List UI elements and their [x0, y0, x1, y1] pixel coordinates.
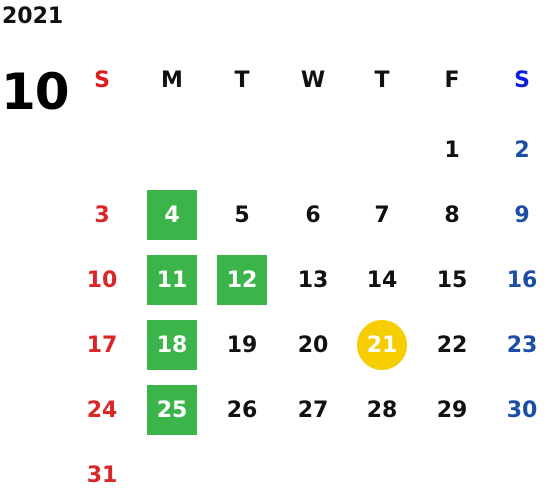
day-number: 2	[514, 137, 530, 163]
day-number: 27	[297, 397, 329, 423]
day-number: 20	[297, 332, 329, 358]
day-cell[interactable]: 10	[72, 255, 132, 305]
weekday-header-fri: F	[444, 67, 460, 93]
day-cell-highlighted[interactable]: 4	[142, 190, 202, 240]
day-cell[interactable]: 3	[72, 190, 132, 240]
day-number: 23	[506, 332, 538, 358]
day-cell[interactable]: 23	[492, 320, 548, 370]
day-cell[interactable]: 19	[212, 320, 272, 370]
weekday-header-sun: S	[94, 67, 110, 93]
day-number: 5	[234, 202, 250, 228]
day-cell[interactable]: 7	[352, 190, 412, 240]
day-cell[interactable]: 27	[283, 385, 343, 435]
day-number: 13	[297, 267, 329, 293]
day-number: 26	[226, 397, 258, 423]
day-cell[interactable]: 30	[492, 385, 548, 435]
day-number: 15	[436, 267, 468, 293]
day-cell[interactable]: 8	[422, 190, 482, 240]
day-number: 7	[374, 202, 390, 228]
day-cell[interactable]: 14	[352, 255, 412, 305]
day-number: 24	[86, 397, 118, 423]
day-number: 29	[436, 397, 468, 423]
weekday-header-thu: T	[374, 67, 390, 93]
day-number: 8	[444, 202, 460, 228]
day-cell[interactable]: 20	[283, 320, 343, 370]
day-cell[interactable]: 5	[212, 190, 272, 240]
weekday-header-mon: M	[161, 67, 183, 93]
day-cell[interactable]: 31	[72, 450, 132, 500]
day-cell[interactable]: 2	[492, 125, 548, 175]
day-number: 1	[444, 137, 460, 163]
day-number: 11	[156, 267, 188, 293]
day-number: 9	[514, 202, 530, 228]
day-number: 4	[164, 202, 180, 228]
weekday-header-sat: S	[514, 67, 530, 93]
calendar-year: 2021	[2, 4, 64, 29]
day-number: 25	[156, 397, 188, 423]
day-number: 14	[366, 267, 398, 293]
day-number: 12	[226, 267, 258, 293]
day-number: 22	[436, 332, 468, 358]
day-number: 19	[226, 332, 258, 358]
weekday-header-wed: W	[300, 67, 326, 93]
day-number: 18	[156, 332, 188, 358]
day-cell[interactable]: 28	[352, 385, 412, 435]
day-cell[interactable]: 24	[72, 385, 132, 435]
day-number: 3	[94, 202, 110, 228]
day-number: 30	[506, 397, 538, 423]
day-number: 21	[366, 332, 398, 358]
day-cell[interactable]: 22	[422, 320, 482, 370]
day-number: 10	[86, 267, 118, 293]
day-cell[interactable]: 9	[492, 190, 548, 240]
day-cell[interactable]: 29	[422, 385, 482, 435]
day-number: 6	[305, 202, 321, 228]
day-cell-highlighted[interactable]: 18	[142, 320, 202, 370]
day-number: 28	[366, 397, 398, 423]
day-cell[interactable]: 15	[422, 255, 482, 305]
day-cell-highlighted[interactable]: 12	[212, 255, 272, 305]
day-cell[interactable]: 6	[283, 190, 343, 240]
weekday-header-tue: T	[234, 67, 250, 93]
day-cell-highlighted[interactable]: 25	[142, 385, 202, 435]
calendar-month: 10	[1, 63, 70, 121]
day-cell[interactable]: 26	[212, 385, 272, 435]
day-number: 16	[506, 267, 538, 293]
day-cell-today[interactable]: 21	[352, 320, 412, 370]
day-cell[interactable]: 16	[492, 255, 548, 305]
day-cell-highlighted[interactable]: 11	[142, 255, 202, 305]
day-number: 17	[86, 332, 118, 358]
day-cell[interactable]: 13	[283, 255, 343, 305]
day-cell[interactable]: 17	[72, 320, 132, 370]
day-number: 31	[86, 462, 118, 488]
day-cell[interactable]: 1	[422, 125, 482, 175]
